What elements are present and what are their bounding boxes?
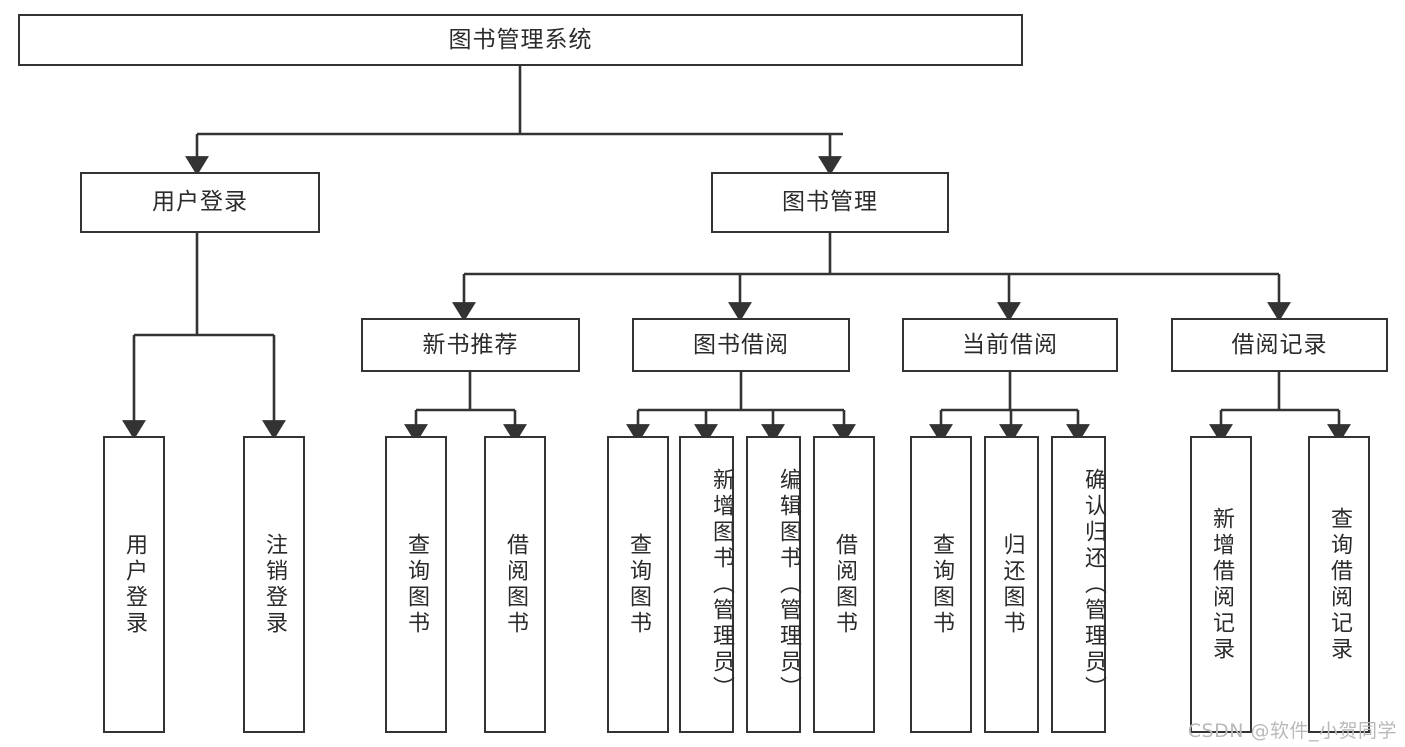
node-add-book-admin[interactable]: 新增图书（管理员） [679,436,734,733]
node-borrow-record[interactable]: 借阅记录 [1171,318,1388,372]
node-add-borrow-record[interactable]: 新增借阅记录 [1190,436,1252,733]
csdn-watermark: CSDN @软件_小贺同学 [1187,720,1397,742]
node-book-manage[interactable]: 图书管理 [711,172,949,233]
node-borrow-book-recommend[interactable]: 借阅图书 [484,436,546,733]
node-book-borrow[interactable]: 图书借阅 [632,318,850,372]
node-logout-action[interactable]: 注销登录 [243,436,305,733]
node-query-book-recommend[interactable]: 查询图书 [385,436,447,733]
node-query-book-borrow[interactable]: 查询图书 [607,436,669,733]
node-query-book-current[interactable]: 查询图书 [910,436,972,733]
node-borrow-book-borrow[interactable]: 借阅图书 [813,436,875,733]
node-root[interactable]: 图书管理系统 [18,14,1023,66]
node-confirm-return-admin[interactable]: 确认归还（管理员） [1051,436,1106,733]
node-new-book-recommend[interactable]: 新书推荐 [361,318,580,372]
node-user-login[interactable]: 用户登录 [80,172,320,233]
node-return-book[interactable]: 归还图书 [984,436,1039,733]
node-edit-book-admin[interactable]: 编辑图书（管理员） [746,436,801,733]
node-user-login-action[interactable]: 用户登录 [103,436,165,733]
node-current-borrow[interactable]: 当前借阅 [902,318,1118,372]
node-query-borrow-record[interactable]: 查询借阅记录 [1308,436,1370,733]
